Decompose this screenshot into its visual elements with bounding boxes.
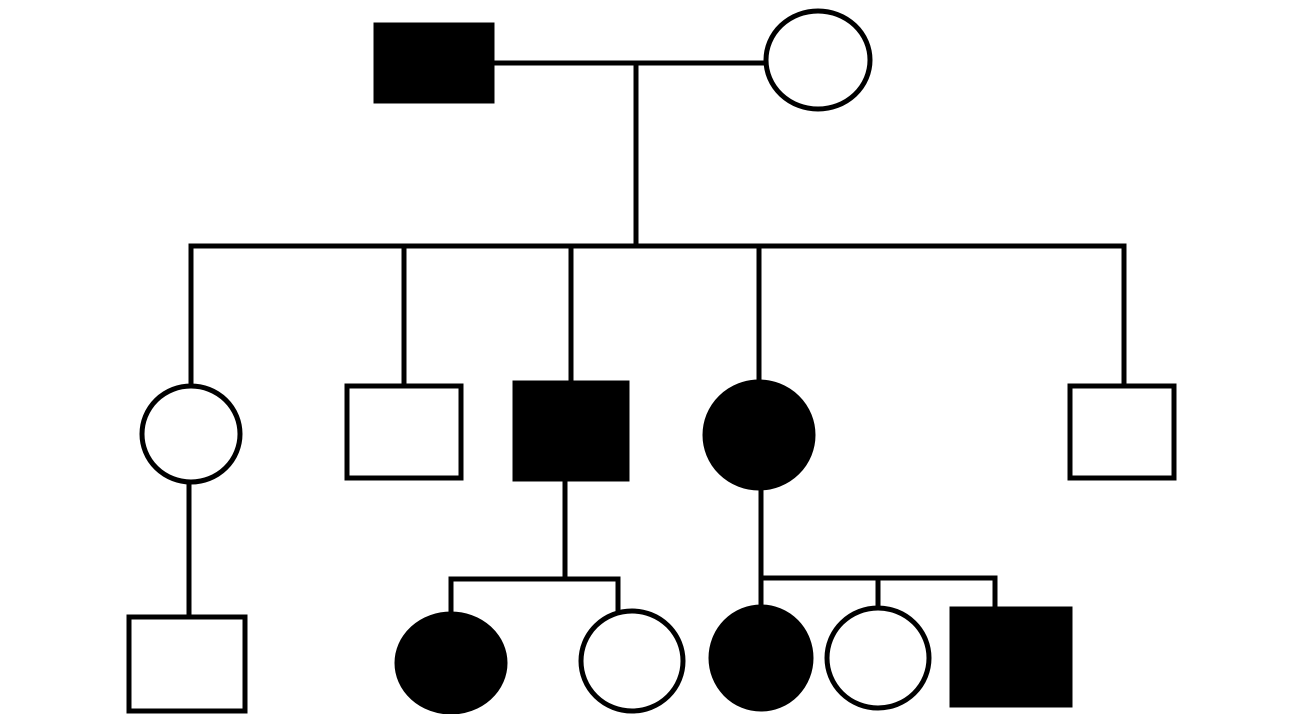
unaffected-female-circle-g1-mother xyxy=(763,8,873,112)
connector-lines xyxy=(186,60,1127,620)
affected-male-square-g1-father xyxy=(373,22,495,104)
affected-female-circle-g3-daughter-of-son-2-a xyxy=(394,611,508,714)
affected-female-circle-g2-daughter-2 xyxy=(702,379,816,491)
affected-male-square-g2-son-2 xyxy=(512,380,630,482)
pedigree-members xyxy=(126,8,1177,714)
unaffected-female-circle-g3-daughter-of-son-2-b xyxy=(578,608,686,714)
unaffected-male-square-g2-son-3 xyxy=(1067,383,1177,481)
unaffected-female-circle-g2-daughter-1 xyxy=(139,383,243,485)
affected-male-square-g3-son-of-daughter-2 xyxy=(949,606,1073,708)
unaffected-male-square-g2-son-1 xyxy=(344,383,464,481)
unaffected-female-circle-g3-daughter-of-daughter-2-b xyxy=(824,605,932,711)
unaffected-male-square-g3-son-of-daughter-1 xyxy=(126,614,248,714)
affected-female-circle-g3-daughter-of-daughter-2-a xyxy=(708,604,814,712)
